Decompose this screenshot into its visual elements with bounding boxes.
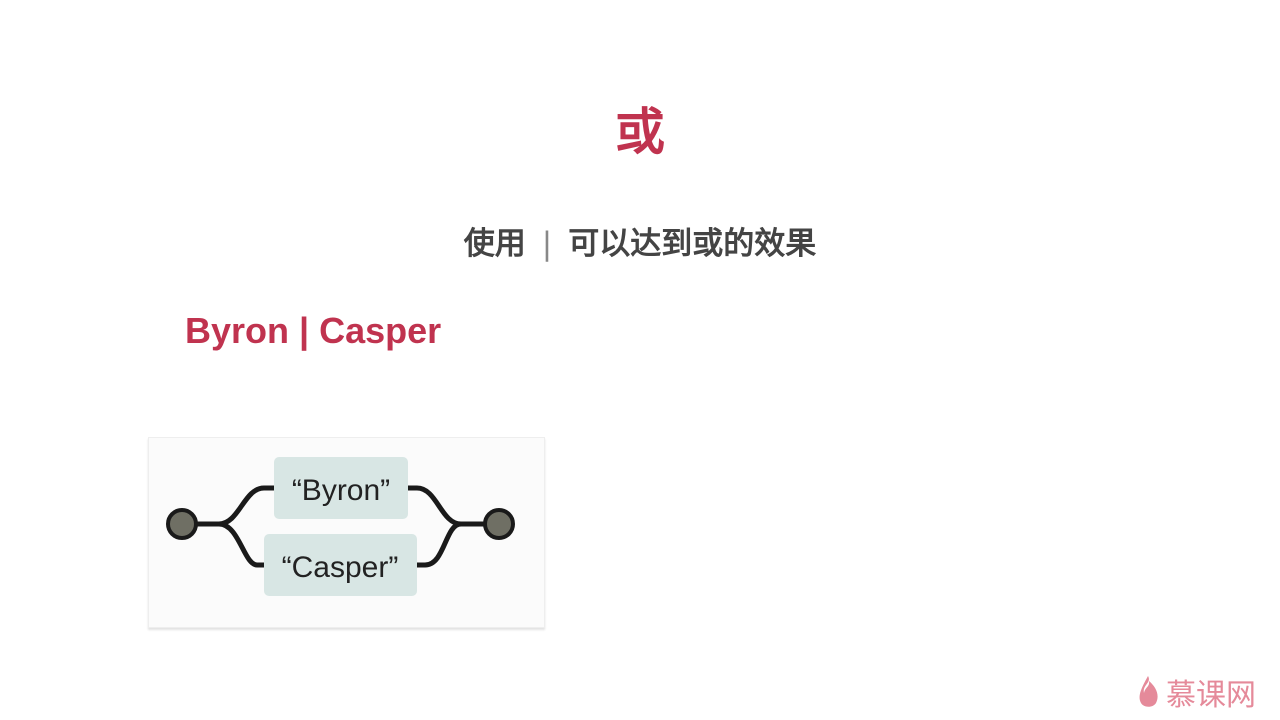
logo-text: 慕课网 [1166,678,1256,713]
branch-line-left [193,485,277,527]
regex-example: Byron | Casper [185,310,442,351]
option-casper: “Casper” [282,551,399,584]
option-byron: “Byron” [292,474,390,507]
option-box-byron [274,457,408,519]
branch-line-left [216,521,267,568]
slide-title: 或 [615,103,665,161]
end-node [483,508,515,540]
imooc-logo: 慕课网 [1138,670,1256,714]
branch-line-right [405,485,488,527]
subtitle-after: 可以达到或的效果 [568,226,817,262]
subtitle-separator: | [541,226,553,262]
flame-icon [1139,676,1158,707]
subtitle-before: 使用 [463,226,526,262]
branch-line-right [414,521,464,568]
start-node [166,508,198,540]
option-box-casper [264,534,417,596]
regex-railroad-diagram: “Byron” “Casper” [148,437,545,628]
slide-subtitle: 使用 | 可以达到或的效果 [0,218,1280,263]
